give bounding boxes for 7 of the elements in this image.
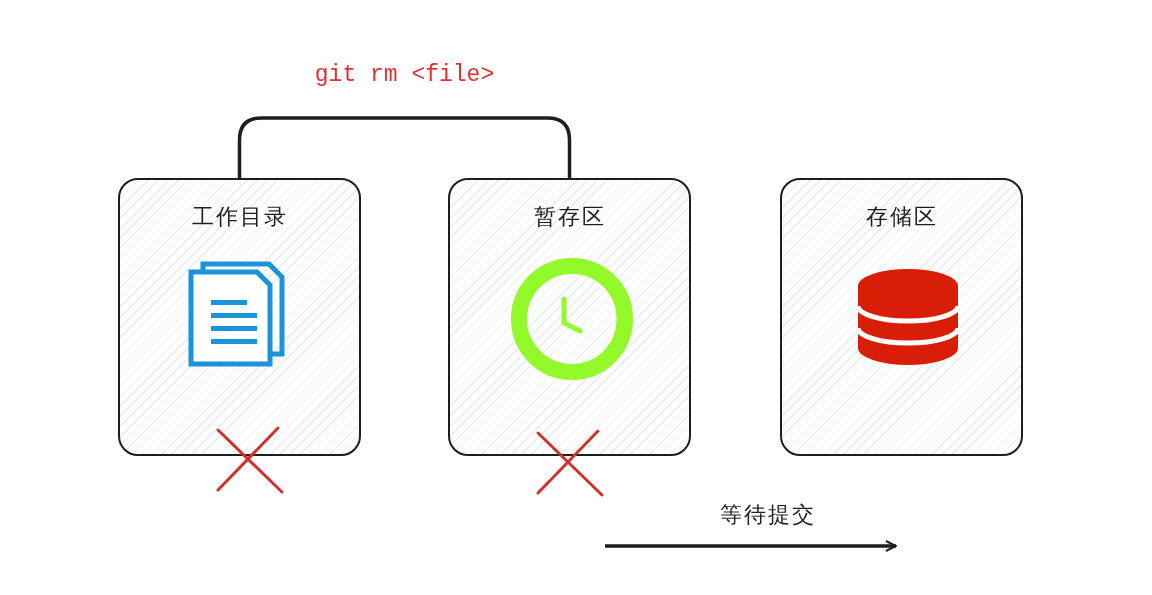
arrow-caption: 等待提交 <box>719 501 817 529</box>
area-box <box>448 178 691 456</box>
box-heading: 存储区 <box>865 204 938 229</box>
edge-label: git rm <file> <box>313 62 496 88</box>
connector-line <box>237 116 572 178</box>
box-heading: 工作目录 <box>191 204 288 229</box>
box-heading: 暂存区 <box>533 204 606 229</box>
